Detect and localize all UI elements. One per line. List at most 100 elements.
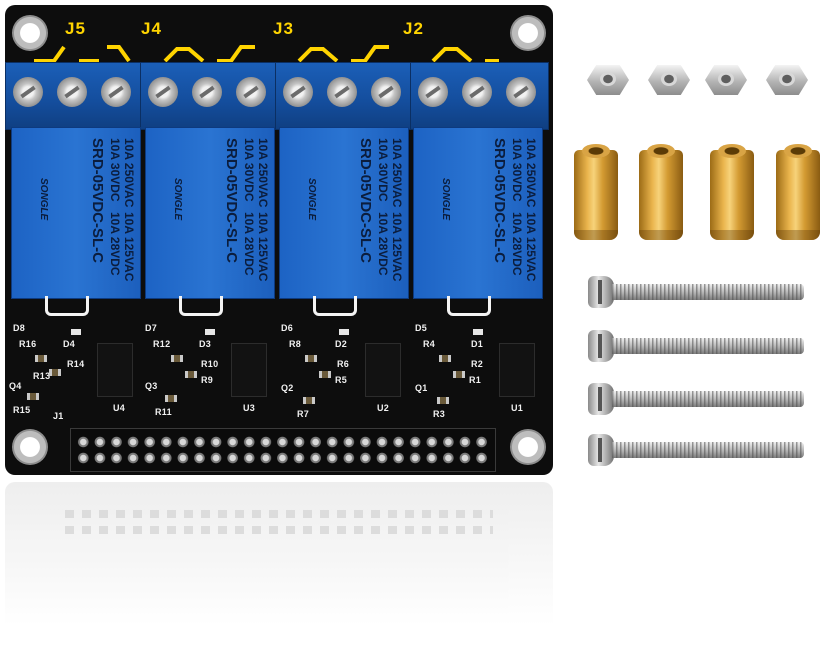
silk-label: J1 — [53, 411, 64, 421]
relay-rating: 10A 28VDC — [108, 212, 122, 276]
relay-rating: 10A 125VAC — [390, 212, 404, 282]
relay: 10A 250VAC 10A 30VDC 10A 125VAC 10A 28VD… — [11, 127, 141, 299]
silk-label: R16 — [19, 339, 37, 349]
smd-resistor — [35, 355, 47, 362]
relay-rating: 10A 30VDC — [242, 138, 256, 202]
silk-label: R9 — [201, 375, 214, 385]
terminal-block — [410, 62, 549, 130]
silk-label: R4 — [423, 339, 436, 349]
terminal-screw — [148, 77, 178, 107]
smd-resistor — [305, 355, 317, 362]
smd-resistor — [453, 371, 465, 378]
header-pin-row — [75, 436, 491, 448]
silk-label: D6 — [281, 323, 294, 333]
channel-label: J5 — [65, 19, 86, 38]
smd-resistor — [27, 393, 39, 400]
silk-label: R15 — [13, 405, 31, 415]
smd-resistor — [303, 397, 315, 404]
smd-resistor — [165, 395, 177, 402]
relay-brand: SONGLE — [440, 178, 451, 221]
relay-outline — [313, 296, 357, 316]
terminal-block — [275, 62, 414, 130]
silk-label: R12 — [153, 339, 171, 349]
relay: 10A 250VAC 10A 30VDC 10A 125VAC 10A 28VD… — [279, 127, 409, 299]
silk-label: D5 — [415, 323, 428, 333]
relay-rating: 10A 30VDC — [510, 138, 524, 202]
smd-led — [339, 329, 349, 335]
relay-rating: 10A 250VAC — [122, 138, 136, 208]
silk-label: R2 — [471, 359, 484, 369]
channel-label: J3 — [273, 19, 294, 38]
optocoupler-chip — [365, 343, 401, 397]
brass-standoff — [710, 144, 754, 240]
relay-markings: 10A 250VAC 10A 30VDC 10A 125VAC 10A 28VD… — [38, 138, 136, 282]
terminal-screw — [57, 77, 87, 107]
silk-label: R13 — [33, 371, 51, 381]
relay-outline — [179, 296, 223, 316]
terminal-screw — [101, 77, 131, 107]
silk-label: R5 — [335, 375, 348, 385]
relay-symbol-icon — [163, 45, 255, 63]
machine-screw — [588, 276, 806, 308]
relay: 10A 250VAC 10A 30VDC 10A 125VAC 10A 28VD… — [145, 127, 275, 299]
hex-nut — [648, 65, 690, 95]
mount-hole — [12, 15, 48, 51]
relay-model: SRD-05VDC-SL-C — [89, 138, 106, 263]
channel-label: J4 — [141, 19, 162, 38]
smd-led — [71, 329, 81, 335]
channel-label: J2 — [403, 19, 424, 38]
hex-nut — [705, 65, 747, 95]
silk-label: D7 — [145, 323, 158, 333]
silk-label: R14 — [67, 359, 85, 369]
terminal-screw — [13, 77, 43, 107]
terminal-screw — [371, 77, 401, 107]
machine-screw — [588, 383, 806, 415]
terminal-screw — [283, 77, 313, 107]
relay-model: SRD-05VDC-SL-C — [491, 138, 508, 263]
terminal-block — [140, 62, 279, 130]
relay-markings: 10A 250VAC 10A 30VDC 10A 125VAC 10A 28VD… — [440, 138, 538, 282]
relay-model: SRD-05VDC-SL-C — [357, 138, 374, 263]
gpio-header — [70, 428, 496, 472]
brass-standoff — [639, 144, 683, 240]
reflection-pins — [65, 526, 493, 534]
silk-label: R3 — [433, 409, 446, 419]
terminal-block — [5, 62, 144, 130]
relay-markings: 10A 250VAC 10A 30VDC 10A 125VAC 10A 28VD… — [306, 138, 404, 282]
terminal-screw — [192, 77, 222, 107]
silk-label: D1 — [471, 339, 484, 349]
terminal-screw — [327, 77, 357, 107]
relay-outline — [45, 296, 89, 316]
optocoupler-chip — [499, 343, 535, 397]
silk-label: D8 — [13, 323, 26, 333]
silk-label: D2 — [335, 339, 348, 349]
relay-symbol-icon — [34, 45, 131, 63]
relay-markings: 10A 250VAC 10A 30VDC 10A 125VAC 10A 28VD… — [172, 138, 270, 282]
relay: 10A 250VAC 10A 30VDC 10A 125VAC 10A 28VD… — [413, 127, 543, 299]
optocoupler-chip — [231, 343, 267, 397]
smd-resistor — [319, 371, 331, 378]
relay-brand: SONGLE — [38, 178, 49, 221]
smd-resistor — [185, 371, 197, 378]
brass-standoff — [776, 144, 820, 240]
smd-led — [205, 329, 215, 335]
relay-model: SRD-05VDC-SL-C — [223, 138, 240, 263]
terminal-screw — [236, 77, 266, 107]
smd-resistor — [439, 355, 451, 362]
silk-label: U4 — [113, 403, 126, 413]
terminal-screw — [506, 77, 536, 107]
silk-label: Q3 — [145, 381, 158, 391]
relay-rating: 10A 28VDC — [510, 212, 524, 276]
smd-resistor — [437, 397, 449, 404]
optocoupler-chip — [97, 343, 133, 397]
smd-resistor — [49, 369, 61, 376]
silk-label: Q1 — [415, 383, 428, 393]
hex-nut — [587, 65, 629, 95]
mount-hole — [12, 429, 48, 465]
relay-outline — [447, 296, 491, 316]
reflection-pins — [65, 510, 493, 518]
relay-rating: 10A 250VAC — [524, 138, 538, 208]
mount-hole — [510, 429, 546, 465]
relay-rating: 10A 125VAC — [122, 212, 136, 282]
